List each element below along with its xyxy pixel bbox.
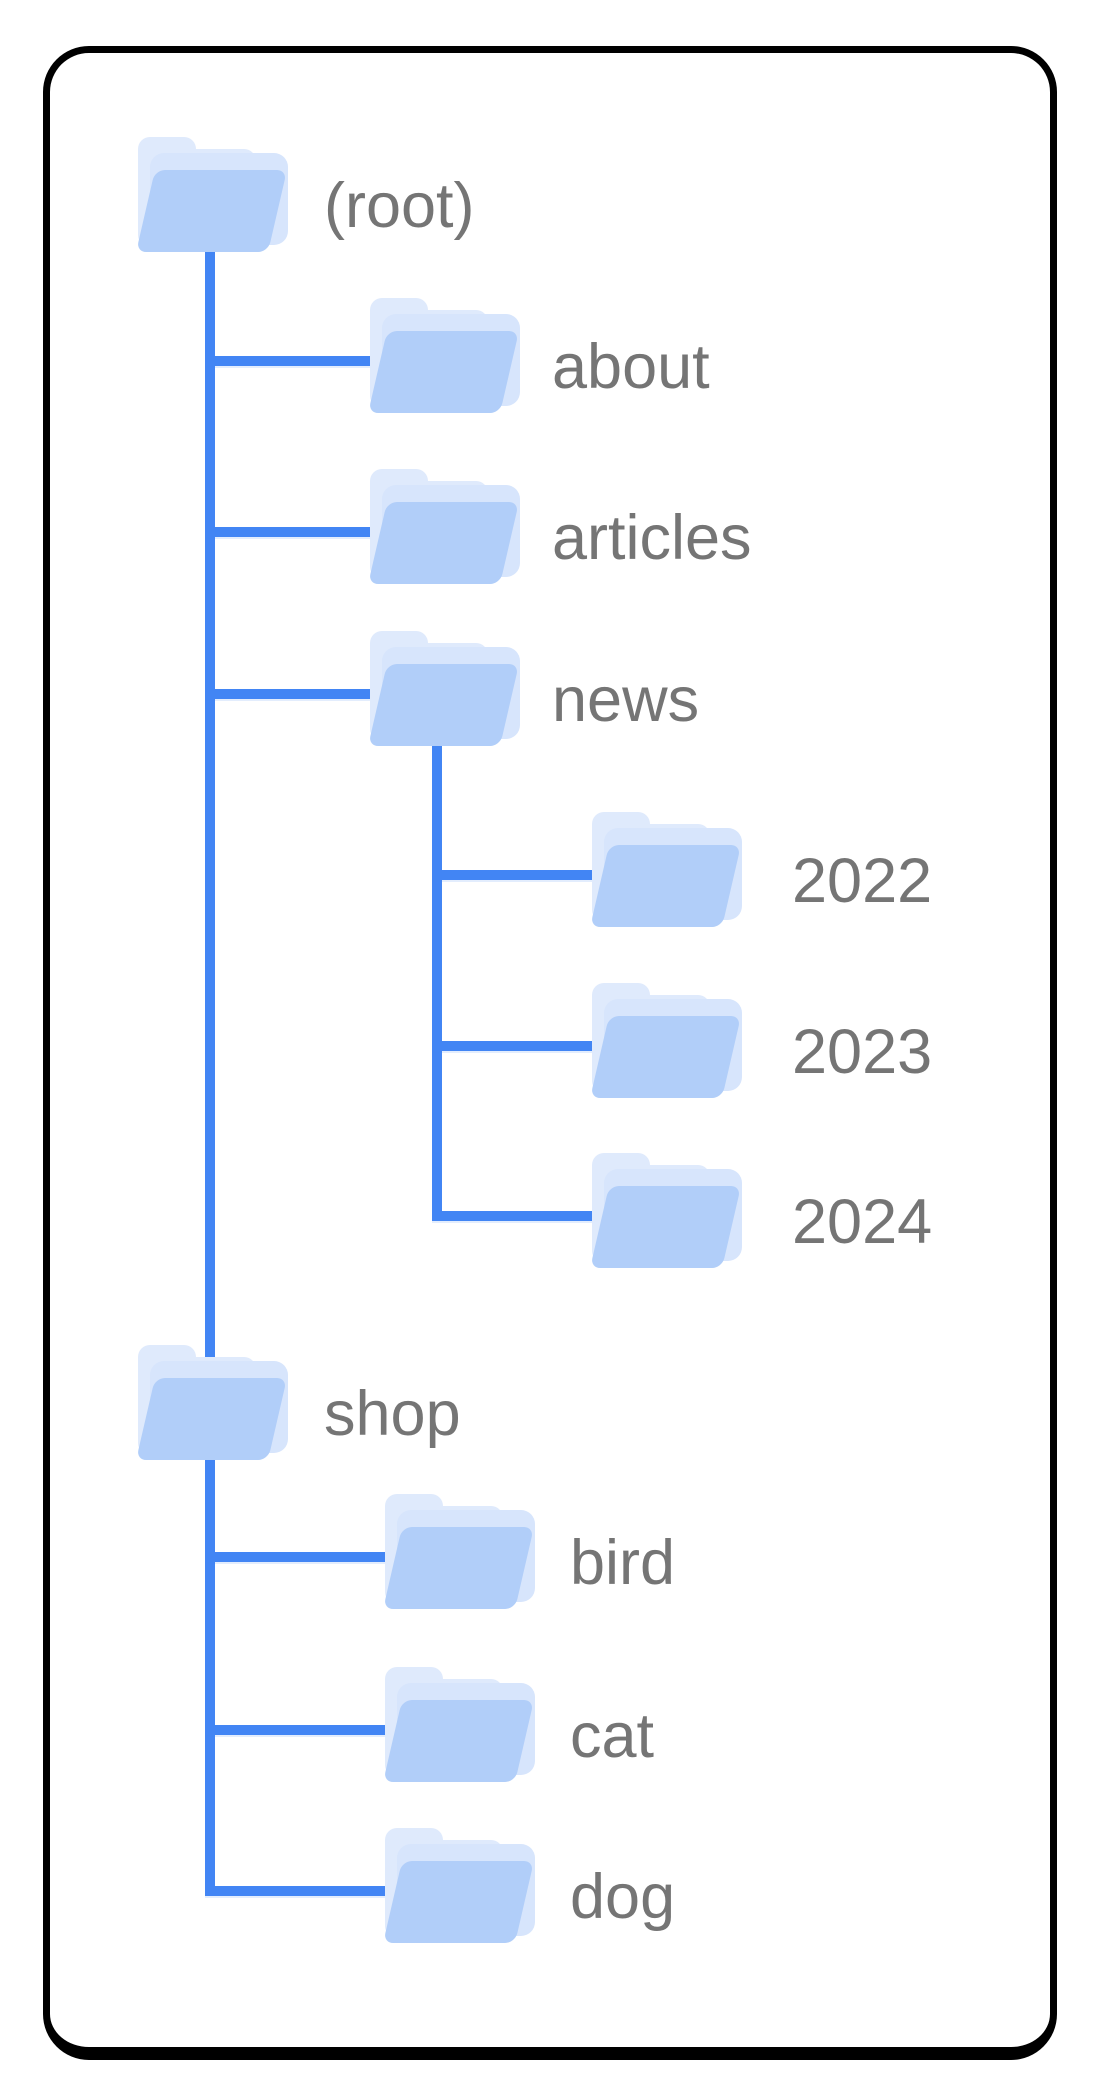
folder-front-flap bbox=[136, 1378, 287, 1460]
connector-branch-bird bbox=[205, 1552, 445, 1562]
connector-branch-2023 bbox=[432, 1041, 660, 1051]
folder-front-flap bbox=[590, 845, 741, 927]
folder-icon-news bbox=[368, 631, 528, 746]
folder-label-2023: 2023 bbox=[792, 1017, 933, 1087]
connector-news-trunk bbox=[432, 746, 442, 1221]
connector-branch-cat bbox=[205, 1725, 445, 1735]
folder-label-root: (root) bbox=[324, 171, 475, 241]
folder-label-cat: cat bbox=[570, 1701, 655, 1771]
folder-label-about: about bbox=[552, 332, 710, 402]
folder-icon-articles bbox=[368, 469, 528, 584]
folder-label-articles: articles bbox=[552, 503, 752, 573]
folder-icon-bird bbox=[383, 1494, 543, 1609]
connector-branch-2024 bbox=[432, 1211, 660, 1221]
connector-branch-news bbox=[205, 689, 430, 699]
folder-front-flap bbox=[383, 1527, 534, 1609]
folder-label-2022: 2022 bbox=[792, 846, 933, 916]
connector-branch-articles bbox=[205, 527, 430, 537]
folder-icon-about bbox=[368, 298, 528, 413]
connector-branch-dog bbox=[205, 1886, 445, 1896]
folder-icon-2022 bbox=[590, 812, 750, 927]
folder-label-news: news bbox=[552, 665, 700, 735]
folder-label-dog: dog bbox=[570, 1862, 676, 1932]
folder-front-flap bbox=[590, 1186, 741, 1268]
folder-front-flap bbox=[368, 502, 519, 584]
connector-root-trunk bbox=[205, 248, 215, 1896]
folder-icon-shop bbox=[136, 1345, 296, 1460]
connector-branch-2022 bbox=[432, 870, 660, 880]
folder-front-flap bbox=[383, 1700, 534, 1782]
folder-icon-dog bbox=[383, 1828, 543, 1943]
folder-icon-2024 bbox=[590, 1153, 750, 1268]
folder-front-flap bbox=[368, 664, 519, 746]
folder-icon-cat bbox=[383, 1667, 543, 1782]
folder-icon-root bbox=[136, 137, 296, 252]
folder-front-flap bbox=[383, 1861, 534, 1943]
folder-label-bird: bird bbox=[570, 1528, 676, 1598]
connector-branch-about bbox=[205, 356, 430, 366]
folder-label-2024: 2024 bbox=[792, 1187, 933, 1257]
folder-front-flap bbox=[368, 331, 519, 413]
folder-front-flap bbox=[136, 170, 287, 252]
folder-front-flap bbox=[590, 1016, 741, 1098]
folder-label-shop: shop bbox=[324, 1379, 461, 1449]
folder-icon-2023 bbox=[590, 983, 750, 1098]
